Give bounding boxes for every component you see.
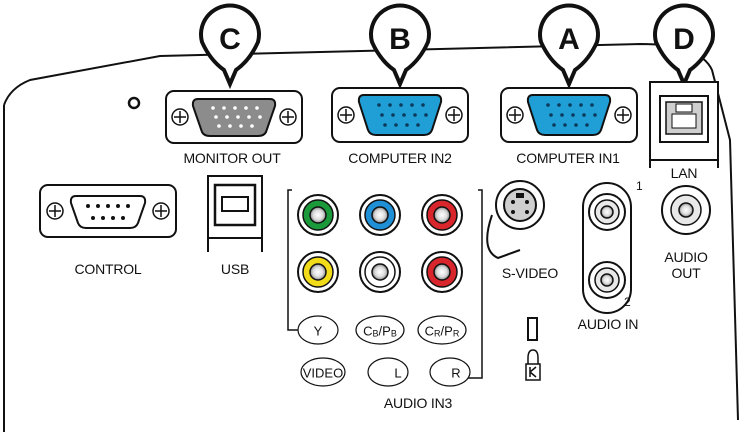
label-ellipse-r bbox=[429, 357, 471, 387]
rca-jack-blue-cb bbox=[359, 194, 401, 236]
audio-out-label-line2: OUT bbox=[671, 265, 701, 281]
kensington-lock-icon bbox=[525, 349, 541, 381]
computer-in1-label: COMPUTER IN1 bbox=[516, 150, 620, 166]
cb-pb-label: CB/PB bbox=[363, 323, 397, 339]
usb-port bbox=[207, 175, 263, 252]
audio-l-label: L bbox=[394, 365, 402, 381]
callout-b: B bbox=[389, 23, 411, 56]
callout-b-marker bbox=[369, 3, 431, 90]
audio-in-2-label: 2 bbox=[624, 295, 631, 309]
audio-in-2-jack bbox=[588, 261, 626, 299]
component-rca-bracket bbox=[287, 189, 483, 379]
s-video-label: S-VIDEO bbox=[501, 265, 559, 281]
label-ellipse-y bbox=[297, 315, 339, 345]
security-slot bbox=[527, 317, 538, 341]
computer-in2-port bbox=[331, 87, 469, 143]
audio-in-1-jack bbox=[588, 193, 626, 231]
audio-in-label: AUDIO IN bbox=[577, 316, 639, 332]
control-label: CONTROL bbox=[74, 261, 142, 277]
y-label: Y bbox=[313, 323, 323, 339]
label-ellipse-cr bbox=[417, 315, 467, 345]
audio-in-1-label: 1 bbox=[636, 179, 643, 193]
rca-jack-red-audio-r bbox=[421, 251, 463, 293]
audio-r-label: R bbox=[451, 365, 461, 381]
label-ellipse-video bbox=[300, 357, 346, 387]
audio-in3-label: AUDIO IN3 bbox=[383, 395, 453, 411]
panel-outline bbox=[3, 42, 739, 421]
computer-in1-port bbox=[500, 87, 638, 143]
lan-label: LAN bbox=[670, 165, 698, 181]
callout-d: D bbox=[673, 23, 695, 56]
monitor-out-port bbox=[165, 90, 303, 144]
audio-out-label-line1: AUDIO bbox=[664, 249, 708, 265]
callout-c-marker bbox=[199, 3, 261, 90]
control-port bbox=[39, 184, 177, 238]
rca-jack-red-cr bbox=[421, 194, 463, 236]
indicator-hole bbox=[127, 96, 141, 110]
computer-in2-label: COMPUTER IN2 bbox=[348, 150, 452, 166]
video-label: VIDEO bbox=[302, 365, 344, 381]
callout-a: A bbox=[558, 23, 580, 56]
label-ellipse-l bbox=[367, 357, 409, 387]
s-video-port bbox=[486, 180, 545, 260]
usb-label: USB bbox=[220, 261, 250, 277]
rca-jack-green-y bbox=[297, 194, 339, 236]
callout-a-marker bbox=[538, 3, 600, 90]
callout-c: C bbox=[219, 23, 241, 56]
audio-out-jack bbox=[661, 185, 711, 235]
rca-jack-yellow-video bbox=[297, 251, 339, 293]
lan-port bbox=[649, 81, 719, 168]
rca-jack-white-audio-l bbox=[359, 251, 401, 293]
callout-d-marker bbox=[653, 3, 715, 90]
label-ellipse-cb bbox=[355, 315, 405, 345]
monitor-out-label: MONITOR OUT bbox=[183, 150, 281, 166]
cr-pr-label: CR/PR bbox=[424, 323, 460, 339]
